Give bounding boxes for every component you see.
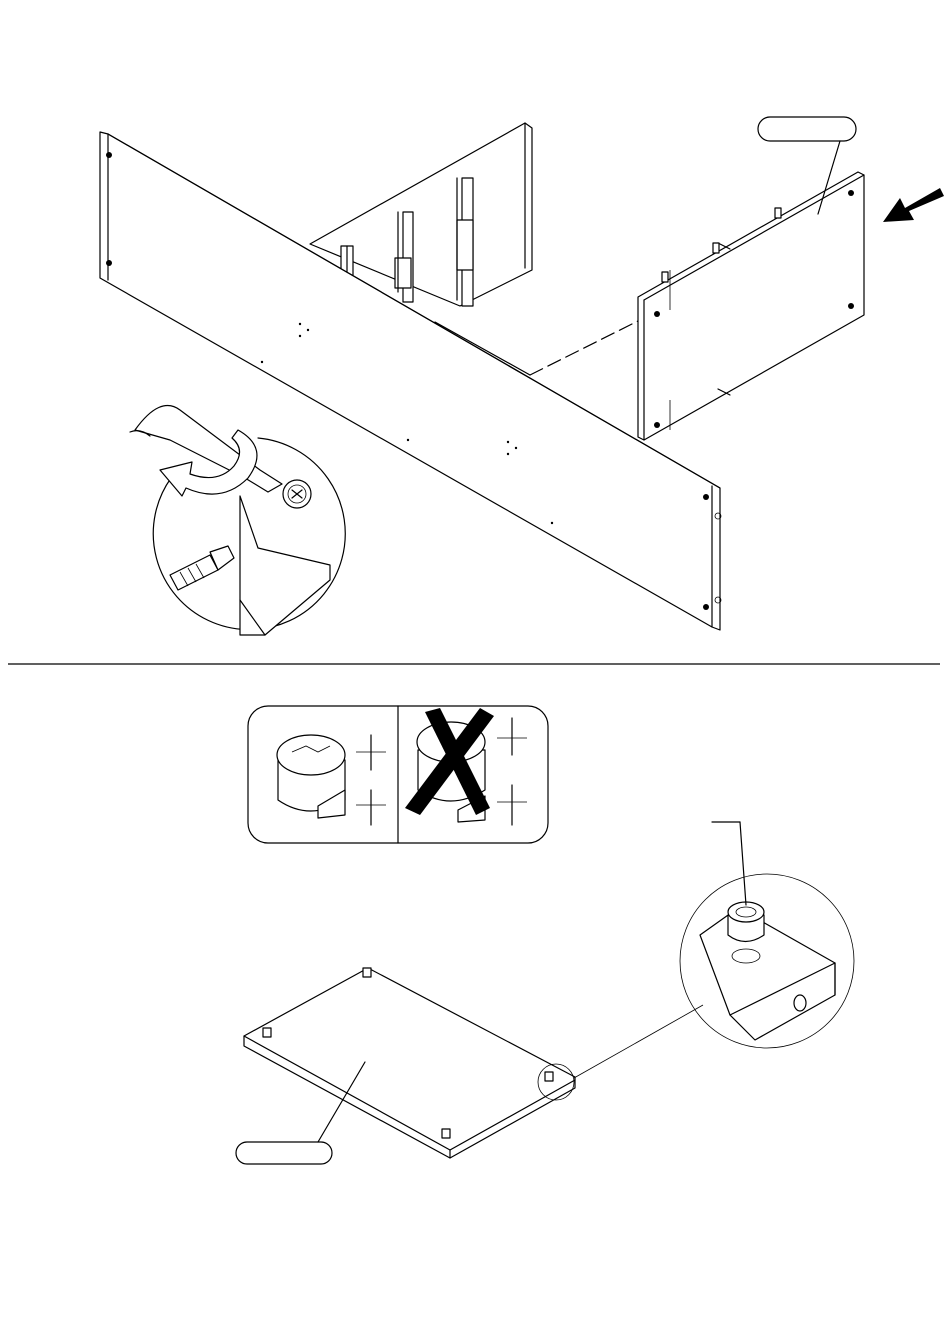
lower-step [236, 706, 854, 1164]
cam-detail-circle [680, 822, 854, 1048]
upper-step [100, 117, 944, 635]
right-side-panel [638, 172, 864, 440]
orientation-comparison [248, 706, 548, 843]
bottom-panel [244, 968, 575, 1158]
direction-arrow-icon [883, 188, 944, 222]
cam-lock-icon [283, 480, 311, 508]
cam-lock-detail [130, 406, 345, 636]
cam-bolt-icon [170, 546, 234, 590]
cam-lock-icon [728, 902, 764, 942]
